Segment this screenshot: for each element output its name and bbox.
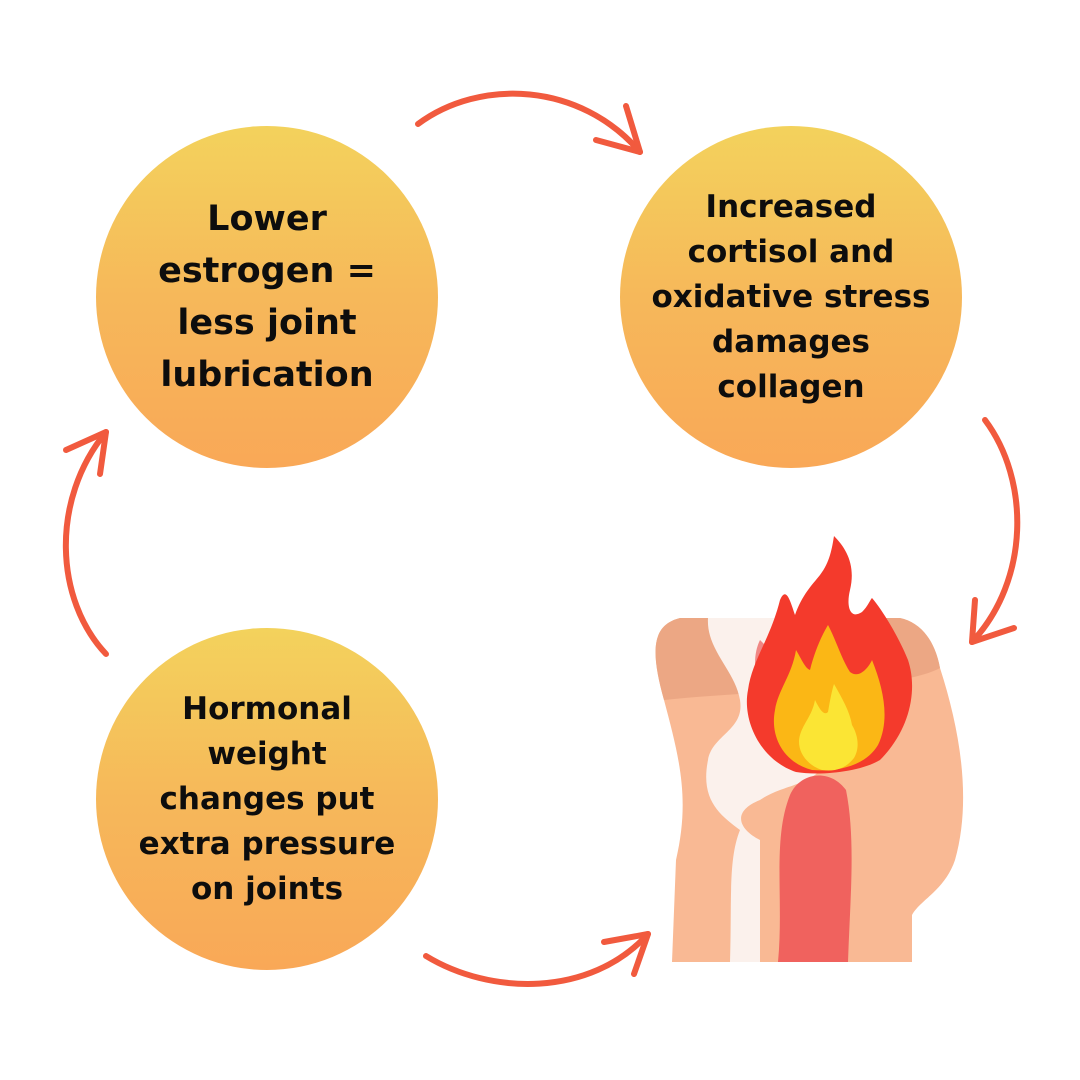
step-estrogen-text: Lower estrogen = less joint lubrication xyxy=(158,199,376,395)
cycle-step-weight: Hormonal weight changes put extra pressu… xyxy=(96,628,438,970)
cycle-step-estrogen: Lower estrogen = less joint lubrication xyxy=(96,126,438,468)
arrow-top-icon xyxy=(415,90,643,155)
flame-icon xyxy=(746,536,913,774)
cycle-step-cortisol: Increased cortisol and oxidative stress … xyxy=(620,126,962,468)
arrow-right-icon xyxy=(969,417,1021,645)
step-cortisol-text: Increased cortisol and oxidative stress … xyxy=(651,188,931,405)
step-weight-text: Hormonal weight changes put extra pressu… xyxy=(138,690,396,907)
arrow-left-icon xyxy=(62,429,109,657)
arrow-bottom-icon xyxy=(423,931,651,987)
